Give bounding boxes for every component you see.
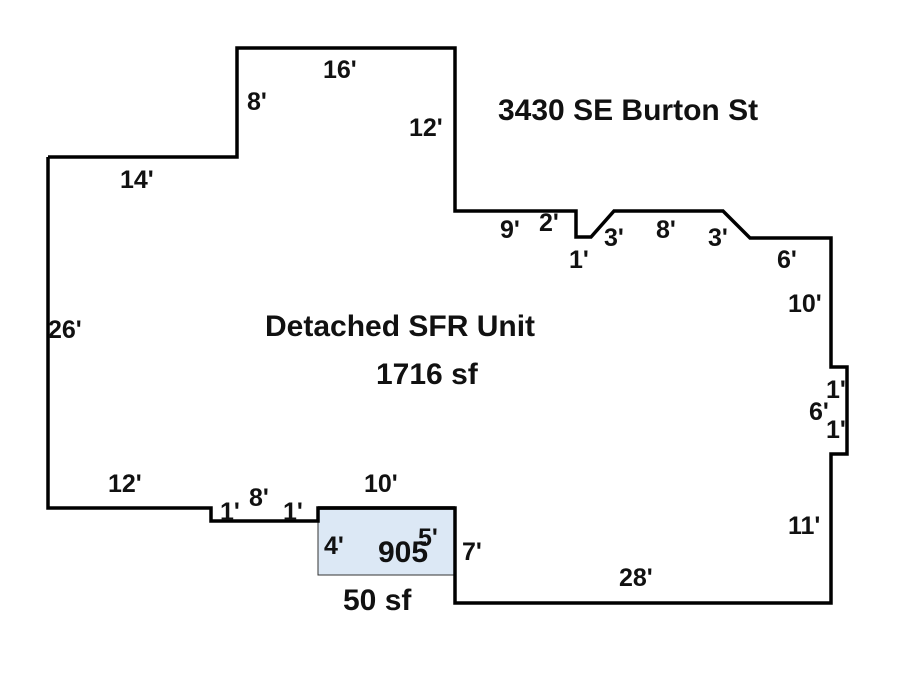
dim-label: 1'	[220, 498, 240, 526]
dim-label: 12'	[409, 114, 443, 142]
dim-label: 3'	[708, 224, 728, 252]
dim-label: 26'	[48, 316, 82, 344]
addition-area-label: 50 sf	[343, 584, 412, 617]
dim-label: 8'	[247, 88, 267, 116]
unit-area-label: 1716 sf	[376, 358, 478, 391]
dim-label: 28'	[619, 564, 653, 592]
dim-label: 10'	[364, 470, 398, 498]
dim-label: 1'	[569, 246, 589, 274]
dim-label: 8'	[249, 484, 269, 512]
dim-label: 1'	[826, 376, 846, 404]
unit-name-label: Detached SFR Unit	[265, 310, 536, 343]
dim-label: 12'	[108, 470, 142, 498]
dim-label: 9'	[500, 216, 520, 244]
dim-label: 1'	[283, 498, 303, 526]
dim-label: 16'	[323, 56, 357, 84]
address-label: 3430 SE Burton St	[498, 94, 759, 127]
addition-code-label: 905	[378, 536, 429, 569]
dim-label: 14'	[120, 166, 154, 194]
dim-label: 3'	[604, 224, 624, 252]
dim-label: 7'	[462, 538, 482, 566]
dim-label: 4'	[324, 532, 344, 560]
dim-label: 6'	[809, 398, 829, 426]
dim-label: 2'	[539, 209, 559, 237]
dim-label: 5'	[418, 524, 438, 552]
dim-label: 8'	[656, 216, 676, 244]
dim-label: 11'	[788, 512, 821, 540]
addition-area	[317, 507, 456, 576]
dim-label: 1'	[826, 416, 846, 444]
dim-label: 10'	[788, 290, 822, 318]
dim-label: 6'	[777, 246, 797, 274]
building-outline	[46, 46, 849, 605]
